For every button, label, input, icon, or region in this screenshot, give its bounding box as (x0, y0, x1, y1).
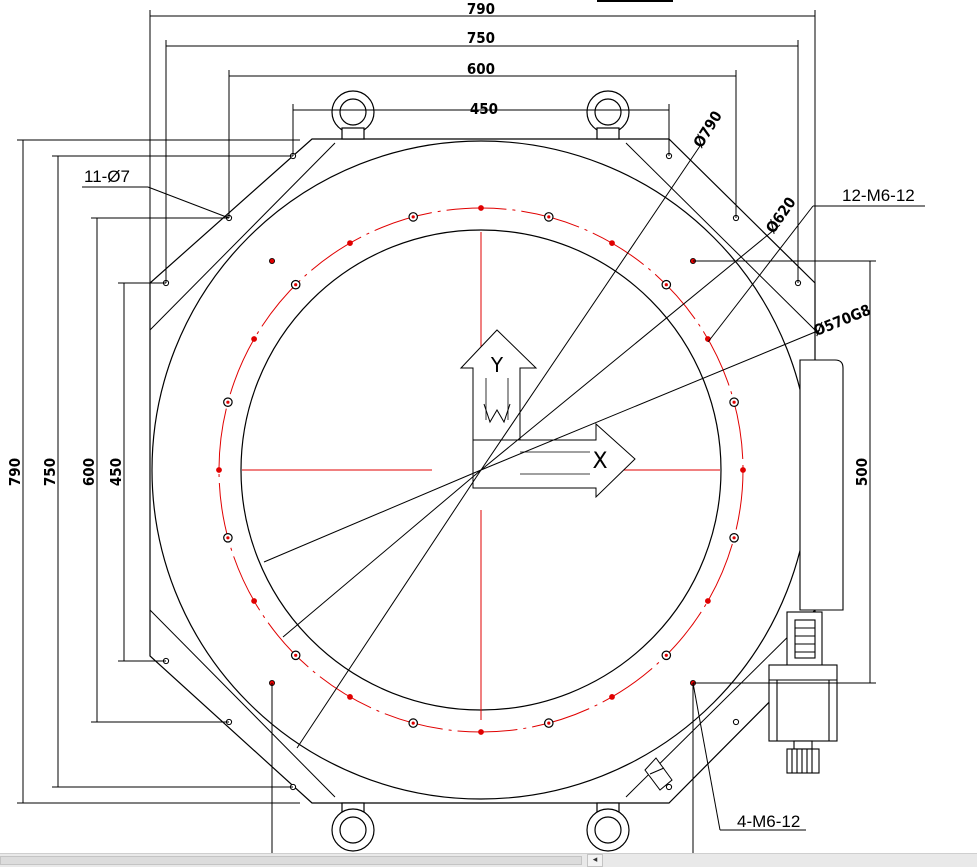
bolt-hole (609, 694, 615, 700)
dim-left-750: 750 (41, 458, 59, 486)
threaded-hole-center (294, 283, 298, 287)
threaded-hole-center (547, 721, 551, 725)
dim-diameter-790: Ø790 (690, 108, 726, 151)
bolt-holes (216, 205, 746, 735)
callout-thread-4: 4-M6-12 (737, 812, 800, 831)
threaded-hole-center (226, 536, 230, 540)
motor-assembly (768, 359, 844, 774)
top-dimension-lines (149, 10, 816, 283)
diameter-leaders (263, 145, 821, 749)
eye-bolt-top-right (586, 90, 630, 140)
x-axis-letter: X (592, 449, 607, 474)
eye-bolt-bottom-left (331, 802, 375, 852)
threaded-hole-center (732, 536, 736, 540)
bolt-hole (216, 467, 222, 473)
right-dimension-lines (693, 260, 876, 684)
cable-bracket (644, 757, 673, 791)
threaded-hole-center (732, 400, 736, 404)
threaded-hole-center (664, 653, 668, 657)
dim-top-450: 450 (470, 100, 498, 118)
x-axis-arrow (472, 422, 636, 499)
threaded-hole-center (294, 653, 298, 657)
eye-bolt-bottom-right (586, 802, 630, 852)
bolt-hole (347, 240, 353, 247)
scroll-left-arrow-icon[interactable]: ◂ (587, 854, 603, 867)
bolt-hole (478, 205, 484, 211)
bolt-hole (251, 336, 258, 342)
threaded-hole-center (411, 721, 415, 725)
dim-left-790: 790 (6, 458, 24, 486)
dim-top-600: 600 (467, 60, 495, 78)
callout-leaders (82, 186, 925, 866)
bolt-hole (609, 240, 615, 247)
threaded-hole-center (226, 400, 230, 404)
through-hole (732, 718, 740, 726)
threaded-hole-center (664, 283, 668, 287)
threaded-hole-center (547, 215, 551, 219)
dim-right-500: 500 (853, 458, 871, 486)
y-axis-w-mark (483, 403, 511, 424)
dim-top-750: 750 (467, 29, 495, 47)
dim-left-600: 600 (80, 458, 98, 486)
bolt-hole (705, 598, 711, 604)
bolt-hole (478, 729, 484, 735)
horizontal-scrollbar[interactable]: ◂ (0, 853, 977, 867)
bolt-hole (347, 694, 353, 700)
dim-diameter-570: Ø570G8 (811, 301, 873, 340)
y-axis-letter: Y (490, 353, 504, 377)
bolt-hole (740, 467, 746, 473)
bolt-hole (251, 598, 258, 604)
scrollbar-thumb[interactable] (0, 856, 582, 865)
dim-top-790: 790 (467, 0, 495, 18)
eye-bolt-top-left (331, 90, 375, 140)
threaded-hole-center (411, 215, 415, 219)
callout-through-holes: 11-Ø7 (84, 167, 130, 186)
through-hole (665, 783, 673, 791)
title-bar-fragment (597, 0, 673, 2)
left-dimension-lines (17, 139, 300, 804)
callout-thread-12: 12-M6-12 (842, 186, 915, 205)
m6-hole (268, 257, 275, 264)
dim-left-450: 450 (107, 458, 125, 486)
